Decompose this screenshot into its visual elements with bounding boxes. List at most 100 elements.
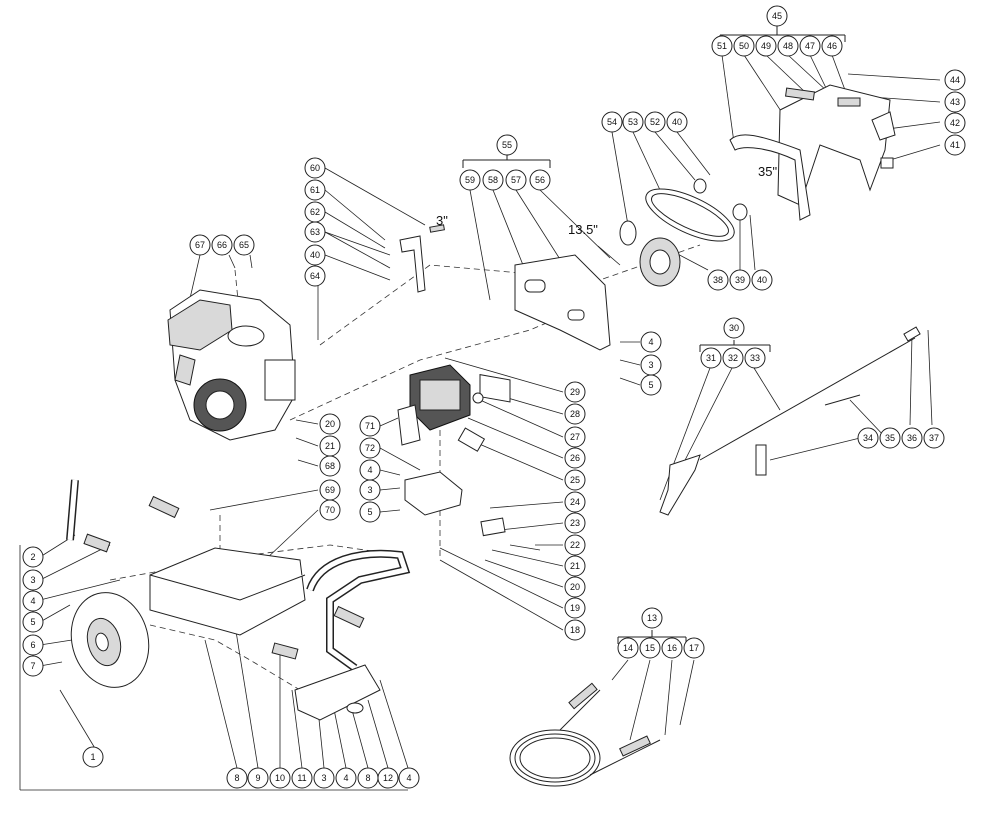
callout-circle bbox=[857, 427, 879, 449]
callout-number: 65 bbox=[239, 240, 249, 250]
callout-circle bbox=[359, 501, 381, 523]
callout-number: 21 bbox=[570, 561, 580, 571]
callout-circle bbox=[755, 35, 777, 57]
callout-number: 28 bbox=[570, 409, 580, 419]
callout-number: 35 bbox=[885, 433, 895, 443]
callout-number: 54 bbox=[607, 117, 617, 127]
bracket-illustration bbox=[399, 224, 445, 293]
callout-bubble: 3 bbox=[313, 767, 335, 789]
callout-bubble: 45 bbox=[766, 5, 788, 27]
callout-bubble: 8 bbox=[357, 767, 379, 789]
callout-number: 46 bbox=[827, 41, 837, 51]
callout-bubble: 44 bbox=[944, 69, 966, 91]
callout-circle bbox=[564, 426, 586, 448]
callout-circle bbox=[751, 269, 773, 291]
callout-bubble: 5 bbox=[640, 374, 662, 396]
callout-number: 42 bbox=[950, 118, 960, 128]
callout-bubble: 23 bbox=[564, 512, 586, 534]
callout-number: 5 bbox=[367, 507, 372, 517]
callout-circle bbox=[766, 5, 788, 27]
callout-number: 51 bbox=[717, 41, 727, 51]
callout-bubble: 59 bbox=[459, 169, 481, 191]
callout-circle bbox=[459, 169, 481, 191]
callout-bubble: 20 bbox=[319, 413, 341, 435]
callout-bubble: 30 bbox=[723, 317, 745, 339]
callout-circle bbox=[879, 427, 901, 449]
callout-circle bbox=[304, 157, 326, 179]
callout-bubble: 38 bbox=[707, 269, 729, 291]
callout-circle bbox=[505, 169, 527, 191]
callout-bubble: 54 bbox=[601, 111, 623, 133]
callout-circle bbox=[564, 381, 586, 403]
callout-bubble: 4 bbox=[398, 767, 420, 789]
callout-circle bbox=[799, 35, 821, 57]
callout-number: 36 bbox=[907, 433, 917, 443]
callout-number: 17 bbox=[689, 643, 699, 653]
callout-bubble: 16 bbox=[661, 637, 683, 659]
callout-number: 37 bbox=[929, 433, 939, 443]
callout-number: 63 bbox=[310, 227, 320, 237]
callout-bubble: 66 bbox=[211, 234, 233, 256]
callout-circle bbox=[700, 347, 722, 369]
callout-number: 8 bbox=[234, 773, 239, 783]
spray-gun-illustration bbox=[659, 326, 921, 516]
callout-bubble: 9 bbox=[247, 767, 269, 789]
callout-number: 25 bbox=[570, 475, 580, 485]
callout-circle bbox=[319, 413, 341, 435]
callout-number: 70 bbox=[325, 505, 335, 515]
callout-circle bbox=[291, 767, 313, 789]
callout-number: 18 bbox=[570, 625, 580, 635]
callout-number: 22 bbox=[570, 540, 580, 550]
callout-number: 69 bbox=[325, 485, 335, 495]
dimension-3-inch: 3" bbox=[436, 213, 448, 228]
callout-number: 13 bbox=[647, 613, 657, 623]
mount-plate-illustration bbox=[479, 254, 611, 403]
callout-bubble: 70 bbox=[319, 499, 341, 521]
callout-number: 60 bbox=[310, 163, 320, 173]
callout-bubble: 46 bbox=[821, 35, 843, 57]
callout-number: 4 bbox=[406, 773, 411, 783]
callout-circle bbox=[529, 169, 551, 191]
callout-circle bbox=[22, 655, 44, 677]
callout-bubble: 68 bbox=[319, 455, 341, 477]
callout-bubble: 62 bbox=[304, 201, 326, 223]
callout-number: 67 bbox=[195, 240, 205, 250]
callout-number: 33 bbox=[750, 353, 760, 363]
callout-number: 8 bbox=[365, 773, 370, 783]
callout-number: 29 bbox=[570, 387, 580, 397]
hose-illustration bbox=[509, 682, 661, 787]
callout-number: 3 bbox=[321, 773, 326, 783]
callout-bubble: 27 bbox=[564, 426, 586, 448]
callout-bubble: 34 bbox=[857, 427, 879, 449]
callout-circle bbox=[564, 403, 586, 425]
callout-number: 40 bbox=[310, 250, 320, 260]
callout-bubble: 4 bbox=[640, 331, 662, 353]
callout-circle bbox=[564, 555, 586, 577]
callout-number: 5 bbox=[648, 380, 653, 390]
callout-number: 59 bbox=[465, 175, 475, 185]
callout-circle bbox=[319, 455, 341, 477]
pump-illustration bbox=[397, 364, 486, 452]
callout-bubble: 33 bbox=[744, 347, 766, 369]
callout-bubble: 3 bbox=[359, 479, 381, 501]
callout-circle bbox=[226, 767, 248, 789]
callout-circle bbox=[944, 91, 966, 113]
callout-bubble: 4 bbox=[359, 459, 381, 481]
callout-number: 3 bbox=[30, 575, 35, 585]
callout-circle bbox=[923, 427, 945, 449]
callout-number: 66 bbox=[217, 240, 227, 250]
callout-bubble: 48 bbox=[777, 35, 799, 57]
frame-illustration bbox=[66, 463, 411, 721]
callout-circle bbox=[821, 35, 843, 57]
callout-number: 43 bbox=[950, 97, 960, 107]
callout-bubble: 31 bbox=[700, 347, 722, 369]
callout-number: 62 bbox=[310, 207, 320, 217]
callout-number: 2 bbox=[30, 552, 35, 562]
callout-number: 52 bbox=[650, 117, 660, 127]
callout-circle bbox=[722, 347, 744, 369]
callout-bubble: 58 bbox=[482, 169, 504, 191]
callout-circle bbox=[496, 134, 518, 156]
callout-circle bbox=[211, 234, 233, 256]
callout-bubble: 18 bbox=[564, 619, 586, 641]
callout-number: 11 bbox=[297, 773, 306, 783]
